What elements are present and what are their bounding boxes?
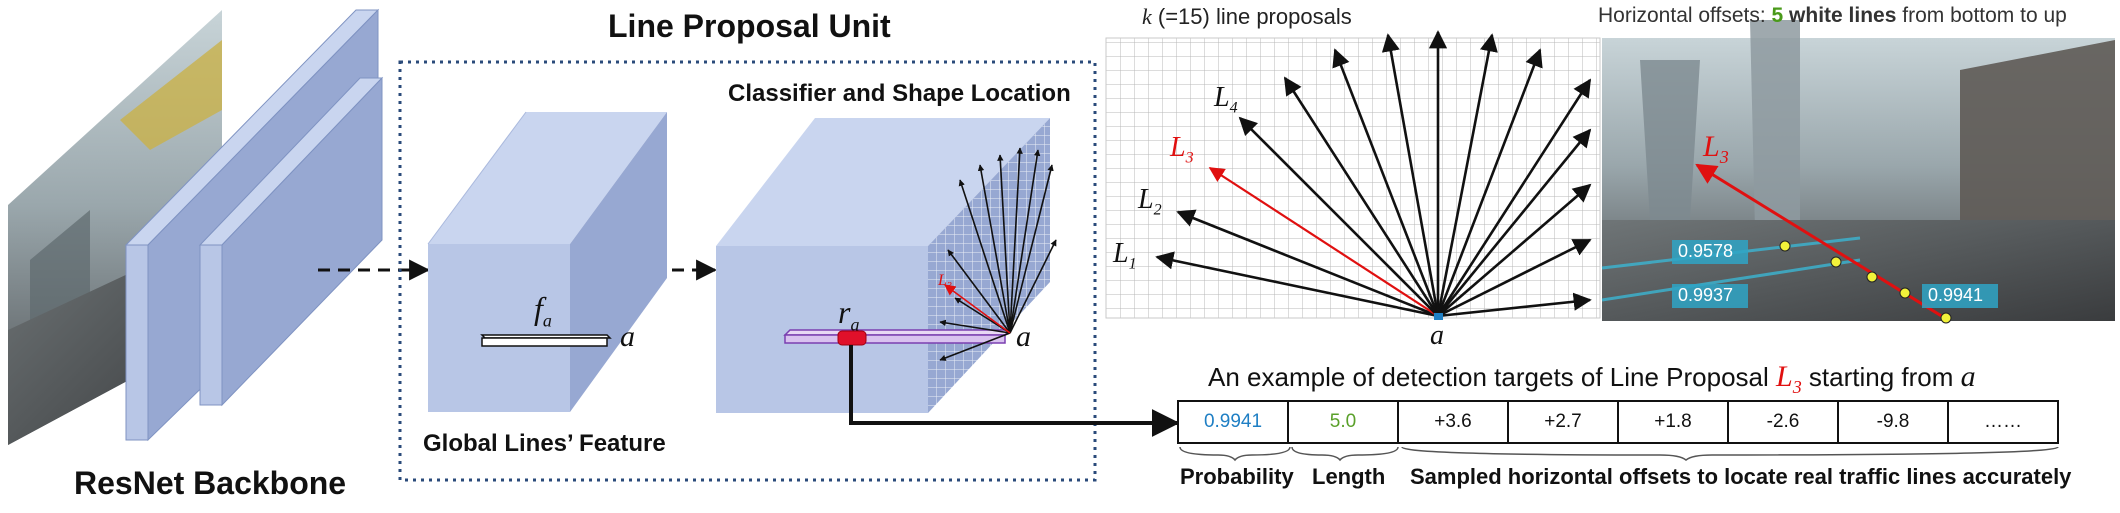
k-symbol: k bbox=[1142, 4, 1152, 29]
table-cell-offset-4: -2.6 bbox=[1766, 411, 1800, 432]
table-cell-more: …… bbox=[1984, 411, 2022, 432]
table-cell-border bbox=[1947, 400, 2059, 444]
label-L2-sub: 2 bbox=[1153, 201, 1162, 219]
road-photo bbox=[1601, 20, 2115, 324]
example-mid: starting from bbox=[1801, 362, 1961, 392]
photo-L3-label: L3 bbox=[1703, 130, 1729, 168]
line-proposal-L3 bbox=[1208, 167, 1439, 317]
line-proposal-1 bbox=[1155, 251, 1439, 318]
classifier-title: Classifier and Shape Location bbox=[728, 80, 1071, 107]
photo-L3-sub: 3 bbox=[1719, 147, 1729, 167]
small-L-sub: 3 bbox=[946, 281, 952, 293]
caption-length: Length bbox=[1312, 464, 1386, 489]
horizontal-offsets-label: Horizontal offsets: 5 white lines from b… bbox=[1598, 4, 2067, 28]
f-main: f bbox=[534, 290, 543, 326]
lpu-frame bbox=[398, 60, 1097, 482]
line-proposal-13 bbox=[1437, 183, 1592, 317]
caption-probability: Probability bbox=[1180, 464, 1294, 489]
global-feature-label: Global Lines’ Feature bbox=[423, 430, 666, 457]
label-L3-main: L bbox=[1170, 132, 1186, 163]
line-proposal-14 bbox=[1437, 238, 1592, 318]
mini-proposal-fan bbox=[939, 147, 1057, 361]
horiz-bold: white lines bbox=[1783, 4, 1897, 27]
label-L4-main: L bbox=[1214, 82, 1230, 113]
table-cell-border bbox=[1507, 400, 1619, 444]
example-L: L3 bbox=[1776, 360, 1802, 397]
label-L1: L1 bbox=[1113, 238, 1137, 274]
table-cell-offset-1: +3.6 bbox=[1434, 411, 1472, 432]
table-cell-border bbox=[1287, 400, 1399, 444]
table-cell-border bbox=[1727, 400, 1839, 444]
example-L-sub: 3 bbox=[1792, 377, 1802, 397]
label-L2-main: L bbox=[1138, 184, 1154, 215]
global-feature-box bbox=[427, 111, 667, 412]
resnet-slab-2 bbox=[198, 76, 384, 407]
line-proposal-4 bbox=[1238, 116, 1439, 317]
table-cell-probability: 0.9941 bbox=[1203, 411, 1263, 432]
line-proposal-6 bbox=[1332, 48, 1440, 317]
proposal-fan bbox=[1155, 30, 1592, 318]
photo-L3-main: L bbox=[1703, 130, 1720, 163]
line-proposal-11 bbox=[1436, 78, 1592, 317]
example-title: An example of detection targets of Line … bbox=[1208, 360, 1976, 398]
table-cell-border bbox=[1617, 400, 1729, 444]
line-proposal-7 bbox=[1381, 33, 1440, 317]
target-table bbox=[1177, 400, 2059, 444]
resnet-label: ResNet Backbone bbox=[74, 465, 347, 501]
label-L3-sub: 3 bbox=[1185, 149, 1194, 167]
label-L2: L2 bbox=[1138, 184, 1162, 220]
k-text: (=15) line proposals bbox=[1151, 4, 1352, 29]
photo-label-bg-3 bbox=[1922, 284, 1998, 308]
f-a-label: fa bbox=[534, 290, 552, 331]
label-L3: L3 bbox=[1170, 132, 1194, 168]
horiz-suffix: from bottom to up bbox=[1896, 4, 2067, 27]
horiz-prefix: Horizontal offsets: bbox=[1598, 4, 1772, 27]
line-proposal-5 bbox=[1283, 76, 1440, 317]
feature-a-label: a bbox=[620, 320, 635, 353]
example-a: a bbox=[1960, 360, 1976, 393]
anchor-row bbox=[783, 329, 1012, 346]
table-cell-offset-5: -9.8 bbox=[1876, 411, 1910, 432]
caption-offsets: Sampled horizontal offsets to locate rea… bbox=[1410, 464, 2072, 489]
small-L3-label: L3 bbox=[938, 272, 952, 292]
photo-prob-1: 0.9578 bbox=[1678, 241, 1734, 261]
classifier-a-label: a bbox=[1016, 320, 1031, 353]
r-main: r bbox=[838, 294, 851, 330]
label-L1-main: L bbox=[1113, 238, 1129, 269]
table-cell-offset-2: +2.7 bbox=[1544, 411, 1582, 432]
lpu-title: Line Proposal Unit bbox=[608, 8, 891, 44]
line-proposal-10 bbox=[1436, 48, 1543, 317]
line-proposal-2 bbox=[1176, 209, 1439, 318]
caption-braces bbox=[1179, 446, 2059, 462]
line-proposal-15 bbox=[1437, 292, 1592, 318]
grid-anchor-label: a bbox=[1430, 320, 1444, 351]
line-proposal-9 bbox=[1436, 33, 1498, 317]
label-L1-sub: 1 bbox=[1128, 255, 1137, 273]
label-L4: L4 bbox=[1214, 82, 1238, 118]
photo-label-bg-1 bbox=[1672, 240, 1748, 264]
proposal-grid bbox=[1105, 37, 1601, 319]
r-sub: a bbox=[850, 314, 860, 335]
label-L4-sub: 4 bbox=[1229, 99, 1238, 117]
example-L-main: L bbox=[1776, 360, 1793, 393]
horiz-count: 5 bbox=[1771, 4, 1784, 27]
table-cell-length: 5.0 bbox=[1329, 411, 1357, 432]
photo-prob-2: 0.9937 bbox=[1678, 285, 1734, 305]
line-proposal-12 bbox=[1436, 128, 1592, 317]
table-cell-offset-3: +1.8 bbox=[1654, 411, 1692, 432]
k-proposals-label: k (=15) line proposals bbox=[1142, 4, 1352, 30]
f-sub: a bbox=[542, 310, 552, 331]
small-L-main: L bbox=[938, 272, 947, 289]
table-cell-border bbox=[1397, 400, 1509, 444]
photo-prob-3: 0.9941 bbox=[1928, 285, 1984, 305]
example-prefix: An example of detection targets of Line … bbox=[1208, 362, 1777, 392]
anchor-point bbox=[1434, 313, 1443, 320]
table-cell-border bbox=[1177, 400, 1289, 444]
anchor-to-table-arrow bbox=[849, 345, 1180, 437]
photo-label-bg-2 bbox=[1672, 284, 1748, 308]
r-a-label: ra bbox=[838, 294, 859, 335]
feature-vector bbox=[480, 334, 612, 347]
table-cell-border bbox=[1837, 400, 1949, 444]
